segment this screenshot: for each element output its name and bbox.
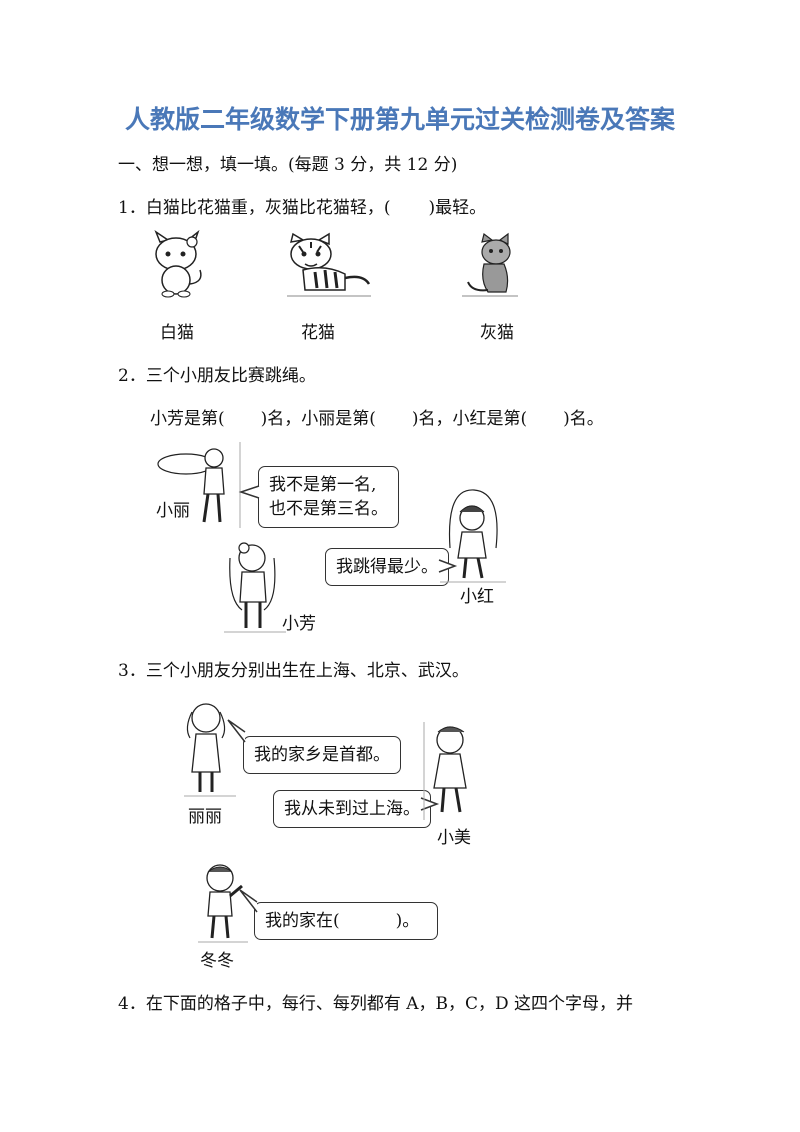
name-xiaomei: 小美 — [437, 828, 471, 848]
name-xiaohong: 小红 — [460, 587, 494, 607]
bubble-tail — [239, 889, 258, 913]
name-xiaoli: 小丽 — [156, 501, 190, 521]
bubble-text: 我的家乡是首都。 — [254, 745, 390, 765]
speech-bubble-xiaoli: 我不是第一名, 也不是第三名。 — [258, 466, 399, 528]
question-text: 白猫比花猫重，灰猫比花猫轻，( — [145, 198, 391, 218]
cat-label-gray: 灰猫 — [480, 323, 514, 343]
name-lili: 丽丽 — [188, 807, 222, 827]
white-cat-icon — [154, 229, 202, 298]
question-1: 1．白猫比花猫重，灰猫比花猫轻，( )最轻。 — [118, 193, 486, 218]
boy-dongdong-icon — [198, 864, 248, 943]
bubble-tail — [227, 719, 246, 743]
speech-bubble-dongdong: 我的家在( )。 — [254, 902, 439, 940]
name-dongdong: 冬冬 — [200, 951, 234, 971]
speech-bubble-lili: 我的家乡是首都。 — [243, 736, 401, 774]
cat-label-white: 白猫 — [160, 323, 194, 343]
question-number: 2． — [118, 366, 146, 386]
girl-skipping-icon — [440, 489, 506, 583]
bubble-text: 我的家在( — [265, 911, 340, 931]
fill-text: )名。 — [563, 409, 604, 429]
question-3: 3．三个小朋友分别出生在上海、北京、武汉。 — [118, 656, 469, 681]
question-number: 3． — [118, 661, 146, 681]
girl-jumping-rope-icon — [157, 442, 241, 528]
girl-with-rope-icon — [224, 542, 286, 633]
girl-xiaomei-icon — [423, 722, 467, 820]
question-2: 2．三个小朋友比赛跳绳。 — [118, 361, 316, 386]
question-number: 4． — [118, 994, 146, 1014]
question-text: )最轻。 — [428, 198, 487, 218]
page-title: 人教版二年级数学下册第九单元过关检测卷及答案 — [124, 105, 675, 134]
bubble-tail — [420, 797, 440, 811]
cat-label-tabby: 花猫 — [301, 323, 335, 343]
question-text: 三个小朋友比赛跳绳。 — [145, 366, 316, 386]
bubble-text: 也不是第三名。 — [269, 499, 388, 519]
bubble-text: 我跳得最少。 — [336, 557, 438, 577]
bubble-text: 我从未到过上海。 — [284, 799, 420, 819]
name-xiaofang: 小芳 — [282, 614, 316, 634]
fill-text: 小芳是第( — [150, 409, 225, 429]
tabby-cat-icon — [287, 232, 371, 297]
fill-text: )名，小红是第( — [411, 409, 528, 429]
girl-lili-icon — [184, 703, 236, 797]
section-heading: 一、想一想，填一填。(每题 3 分，共 12 分) — [118, 155, 458, 175]
bubble-tail — [438, 559, 458, 573]
bubble-tail — [238, 485, 260, 499]
gray-cat-icon — [462, 232, 518, 297]
question-number: 1． — [118, 198, 146, 218]
bubble-text: )。 — [395, 911, 420, 931]
speech-bubble-xiaohong: 我跳得最少。 — [325, 548, 449, 586]
speech-bubble-xiaomei: 我从未到过上海。 — [273, 790, 431, 828]
question-4: 4．在下面的格子中，每行、每列都有 A，B，C，D 这四个字母，并 — [118, 989, 633, 1014]
question-2-fill: 小芳是第( )名，小丽是第( )名，小红是第( )名。 — [150, 404, 604, 429]
question-text: 在下面的格子中，每行、每列都有 A，B，C，D 这四个字母，并 — [145, 994, 634, 1014]
fill-text: )名，小丽是第( — [260, 409, 376, 429]
question-text: 三个小朋友分别出生在上海、北京、武汉。 — [145, 661, 469, 681]
bubble-text: 我不是第一名, — [269, 475, 377, 495]
